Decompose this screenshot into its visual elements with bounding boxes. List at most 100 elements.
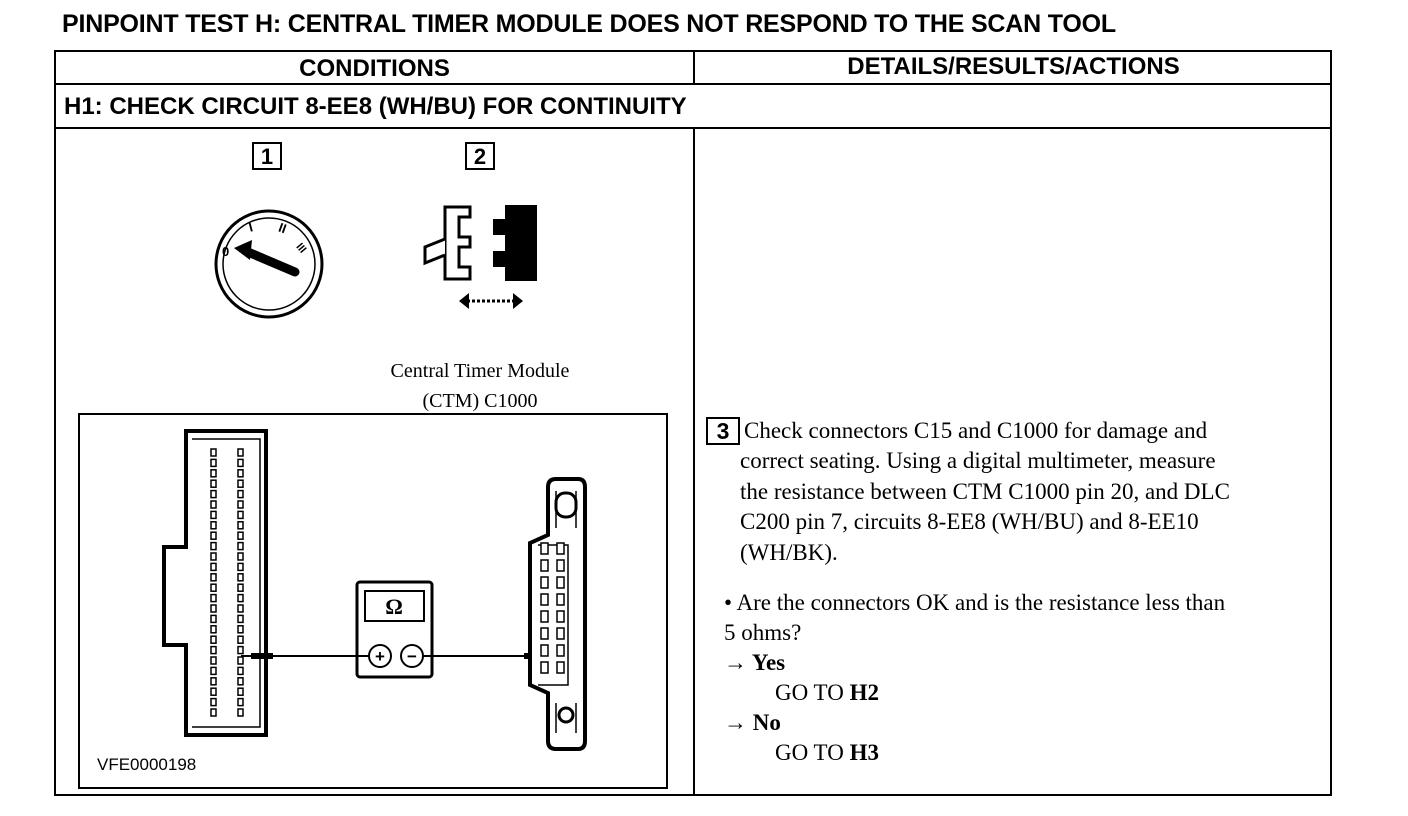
dlc-pin bbox=[556, 542, 565, 555]
ctm-pin bbox=[237, 541, 244, 551]
ctm-pin bbox=[210, 458, 217, 468]
ctm-pin bbox=[210, 666, 217, 676]
ctm-pin bbox=[210, 697, 217, 707]
ctm-pin bbox=[210, 708, 217, 717]
yes-action-target: H2 bbox=[849, 680, 879, 705]
ctm-pin bbox=[237, 469, 244, 478]
ctm-pin bbox=[210, 656, 217, 665]
yes-action: GO TO H2 bbox=[775, 680, 879, 706]
ctm-pin bbox=[210, 573, 217, 582]
ctm-pin bbox=[237, 697, 244, 707]
no-action-prefix: GO TO bbox=[775, 740, 850, 765]
ctm-pin bbox=[210, 489, 217, 499]
dlc-pin bbox=[540, 644, 549, 657]
ctm-pin bbox=[237, 562, 244, 572]
no-action: GO TO H3 bbox=[775, 740, 879, 766]
ctm-pin bbox=[210, 625, 217, 634]
meter-minus-terminal: − bbox=[407, 647, 417, 666]
dlc-pin bbox=[540, 661, 549, 674]
dlc-pin bbox=[556, 627, 565, 640]
instruction-line-3: the resistance between CTM C1000 pin 20,… bbox=[740, 479, 1230, 504]
ctm-pin bbox=[210, 583, 217, 592]
dlc-pin bbox=[556, 610, 565, 623]
dlc-pin bbox=[540, 559, 549, 572]
instruction-line-2: correct seating. Using a digital multime… bbox=[740, 448, 1216, 473]
ohm-symbol: Ω bbox=[385, 594, 403, 619]
ctm-label-line2: (CTM) C1000 bbox=[422, 390, 538, 412]
ctm-pin bbox=[210, 552, 217, 561]
ctm-pin bbox=[237, 593, 244, 603]
ctm-pin bbox=[210, 645, 217, 655]
wiring-diagram: Ω + − bbox=[78, 413, 668, 789]
ctm-pin bbox=[237, 614, 244, 624]
dlc-pin bbox=[556, 661, 565, 674]
ctm-pin bbox=[210, 479, 217, 488]
dlc-pin bbox=[540, 576, 549, 589]
instruction-line-4: C200 pin 7, circuits 8-EE8 (WH/BU) and 8… bbox=[740, 509, 1199, 534]
ctm-pin bbox=[210, 510, 217, 520]
ctm-pin bbox=[210, 521, 217, 530]
dlc-pin bbox=[540, 610, 549, 623]
ctm-pin bbox=[237, 573, 244, 582]
ctm-pin bbox=[210, 635, 217, 644]
ignition-switch-icon: 0 I II III bbox=[214, 209, 324, 319]
figure-id: VFE0000198 bbox=[97, 755, 197, 774]
ctm-pin bbox=[210, 531, 217, 540]
ctm-pin bbox=[237, 583, 244, 592]
ctm-pin bbox=[210, 677, 217, 686]
ctm-pin bbox=[237, 625, 244, 634]
ctm-pin bbox=[237, 479, 244, 488]
connector-disconnect-icon bbox=[423, 205, 537, 309]
ctm-pin bbox=[237, 448, 244, 457]
ignition-label-1: I bbox=[247, 219, 254, 234]
dlc-pin bbox=[556, 644, 565, 657]
ctm-pin bbox=[237, 708, 244, 717]
yes-option-label: → Yes bbox=[724, 650, 786, 675]
ctm-connector-label: Central Timer Module (CTM) C1000 bbox=[360, 356, 600, 416]
dlc-pin bbox=[540, 593, 549, 606]
yes-action-prefix: GO TO bbox=[775, 680, 850, 705]
ctm-pin bbox=[237, 521, 244, 530]
ctm-pin bbox=[237, 677, 244, 686]
ctm-pin bbox=[237, 604, 244, 613]
ctm-pin bbox=[210, 541, 217, 551]
ctm-pin-array bbox=[210, 448, 244, 717]
instruction-line-5: (WH/BK). bbox=[740, 540, 838, 565]
step3-marker: 3 bbox=[706, 417, 740, 445]
step-heading: H1: CHECK CIRCUIT 8-EE8 (WH/BU) FOR CONT… bbox=[64, 93, 687, 120]
ctm-pin bbox=[237, 489, 244, 499]
dlc-pin bbox=[540, 627, 549, 640]
ignition-label-2: II bbox=[277, 220, 289, 237]
step2-marker: 2 bbox=[465, 142, 495, 170]
ctm-pin bbox=[237, 531, 244, 540]
conditions-header: CONDITIONS bbox=[299, 55, 450, 82]
ctm-pin bbox=[237, 552, 244, 561]
question-line-2: 5 ohms? bbox=[724, 620, 802, 645]
dlc-pin bbox=[556, 576, 565, 589]
dlc-pin bbox=[540, 542, 549, 555]
page-title: PINPOINT TEST H: CENTRAL TIMER MODULE DO… bbox=[62, 10, 1116, 38]
meter-plus-terminal: + bbox=[375, 647, 385, 666]
no-action-target: H3 bbox=[849, 740, 879, 765]
header-divider bbox=[54, 83, 1332, 85]
ctm-pin bbox=[210, 500, 217, 509]
ctm-pin bbox=[237, 656, 244, 665]
column-divider-top bbox=[693, 50, 695, 84]
dlc-pin bbox=[556, 593, 565, 606]
ctm-pin bbox=[210, 593, 217, 603]
question-line-1: • Are the connectors OK and is the resis… bbox=[724, 590, 1226, 615]
ctm-pin bbox=[237, 645, 244, 655]
dlc-pin bbox=[556, 559, 565, 572]
ctm-pin bbox=[210, 448, 217, 457]
ctm-label-line1: Central Timer Module bbox=[390, 360, 570, 382]
ctm-pin bbox=[210, 687, 217, 696]
ctm-pin bbox=[237, 687, 244, 696]
ctm-pin bbox=[210, 469, 217, 478]
step1-marker: 1 bbox=[252, 142, 282, 170]
details-header: DETAILS/RESULTS/ACTIONS bbox=[847, 53, 1180, 80]
ctm-pin bbox=[237, 458, 244, 468]
ctm-pin bbox=[237, 500, 244, 509]
ctm-pin bbox=[210, 614, 217, 624]
instruction-line-1: Check connectors C15 and C1000 for damag… bbox=[744, 418, 1208, 443]
ctm-pin bbox=[237, 510, 244, 520]
